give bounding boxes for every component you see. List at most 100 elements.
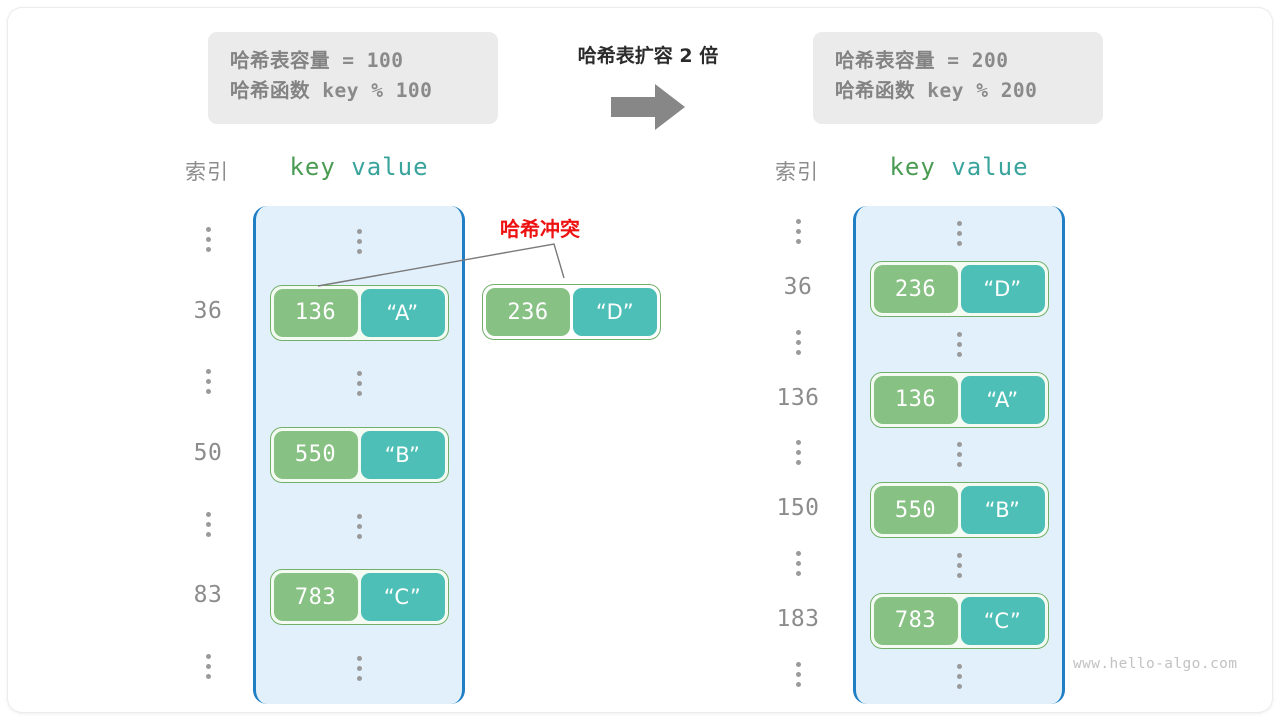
after-header-value: value	[951, 153, 1029, 181]
bucket-ellipsis-icon	[956, 221, 962, 247]
after-header-key: key	[889, 153, 936, 181]
before-capacity-value: = 100	[330, 49, 404, 72]
bucket-row[interactable]: 136“A”	[856, 371, 1062, 428]
after-hash-label: 哈希函数	[835, 79, 916, 103]
pair-236-D[interactable]: 236 “D”	[482, 284, 661, 340]
bucket-ellipsis-row	[256, 491, 462, 562]
index-cell: 136	[776, 384, 820, 411]
index-ellipsis-icon	[205, 653, 211, 679]
bucket-ellipsis-row	[856, 538, 1062, 593]
pair-value: “B”	[960, 486, 1045, 535]
after-capacity-value: = 200	[935, 49, 1009, 72]
pair-value: “D”	[960, 265, 1045, 313]
index-ellipsis-icon	[795, 440, 801, 466]
pair-key: 550	[873, 486, 958, 535]
bucket-ellipsis-row	[856, 427, 1062, 482]
pair-783-C[interactable]: 783“C”	[869, 592, 1049, 649]
before-header-gap	[336, 153, 351, 181]
detached-entry[interactable]: 236 “D”	[482, 284, 661, 340]
before-hash-line: 哈希函数 key % 100	[230, 76, 476, 106]
index-cell	[163, 204, 253, 275]
pair-value: “A”	[960, 375, 1045, 424]
right-block-arrow-icon	[611, 84, 685, 134]
index-cell	[753, 647, 843, 702]
index-cell: 83	[193, 582, 223, 609]
bucket-row[interactable]: 136“A”	[256, 277, 462, 348]
index-ellipsis-icon	[205, 369, 211, 395]
index-cell	[753, 315, 843, 370]
index-cell	[753, 536, 843, 591]
index-ellipsis-icon	[795, 329, 801, 355]
before-info-box: 哈希表容量 = 100 哈希函数 key % 100	[208, 32, 498, 124]
after-header-keyvalue: key value	[853, 153, 1065, 181]
pair-value: “D”	[573, 288, 657, 336]
bucket-row[interactable]: 236“D”	[856, 261, 1062, 317]
pair-550-B[interactable]: 550“B”	[869, 482, 1049, 539]
index-cell	[753, 425, 843, 480]
pair-key: 550	[273, 430, 358, 479]
pair-key: 236	[486, 288, 570, 336]
index-cell: 36	[193, 297, 223, 324]
after-hash-value: key % 200	[915, 79, 1038, 103]
pair-key: 136	[273, 288, 358, 337]
bucket-ellipsis-row	[256, 348, 462, 419]
index-cell: 50	[193, 439, 223, 466]
after-capacity-line: 哈希表容量 = 200	[835, 46, 1081, 76]
bucket-row[interactable]: 550“B”	[856, 482, 1062, 539]
index-ellipsis-icon	[205, 227, 211, 253]
pair-key: 783	[273, 573, 358, 622]
pair-550-B[interactable]: 550“B”	[269, 426, 449, 483]
before-capacity-label: 哈希表容量	[230, 49, 331, 72]
bucket-ellipsis-icon	[956, 442, 962, 468]
bucket-row[interactable]: 550“B”	[256, 419, 462, 490]
bucket-ellipsis-icon	[956, 553, 962, 579]
bucket-ellipsis-icon	[356, 229, 362, 255]
pair-783-C[interactable]: 783“C”	[269, 569, 449, 626]
index-ellipsis-icon	[205, 511, 211, 537]
before-hash-value: key % 100	[310, 79, 433, 103]
bucket-ellipsis-icon	[956, 331, 962, 357]
collision-label: 哈希冲突	[500, 217, 580, 241]
pair-key: 783	[873, 596, 958, 645]
index-ellipsis-icon	[795, 661, 801, 687]
after-bucket-array: 236“D” 136“A” 550“B” 783“C”	[853, 206, 1065, 704]
pair-236-D[interactable]: 236“D”	[869, 261, 1049, 317]
bucket-ellipsis-row	[856, 649, 1062, 704]
pair-key: 236	[873, 265, 958, 313]
bucket-ellipsis-icon	[356, 513, 362, 539]
pair-value: “C”	[360, 573, 445, 622]
before-index-column: 36 50 83	[163, 204, 253, 702]
after-capacity-label: 哈希表容量	[835, 49, 936, 72]
pair-key: 136	[873, 375, 958, 424]
bucket-ellipsis-icon	[356, 655, 362, 681]
index-cell	[163, 346, 253, 417]
pair-136-A[interactable]: 136“A”	[269, 284, 449, 341]
bucket-row[interactable]: 783“C”	[256, 562, 462, 633]
after-header-index: 索引	[775, 160, 819, 184]
before-header-key: key	[289, 153, 336, 181]
collision-leader-lines	[317, 243, 565, 287]
pair-136-A[interactable]: 136“A”	[869, 371, 1049, 428]
index-cell	[163, 631, 253, 702]
before-bucket-array: 136“A” 550“B” 783“C”	[253, 206, 465, 704]
pair-value: “C”	[960, 596, 1045, 645]
bucket-ellipsis-icon	[356, 371, 362, 397]
pair-value: “B”	[360, 430, 445, 479]
after-hash-line: 哈希函数 key % 200	[835, 76, 1081, 106]
after-info-box: 哈希表容量 = 200 哈希函数 key % 200	[813, 32, 1103, 124]
index-ellipsis-icon	[795, 551, 801, 577]
index-ellipsis-icon	[795, 219, 801, 245]
before-capacity-line: 哈希表容量 = 100	[230, 46, 476, 76]
bucket-ellipsis-row	[856, 206, 1062, 261]
index-cell: 150	[776, 495, 820, 522]
before-hash-label: 哈希函数	[230, 79, 311, 103]
bucket-ellipsis-row	[856, 317, 1062, 372]
bucket-ellipsis-row	[256, 206, 462, 277]
diagram-frame: 哈希表容量 = 100 哈希函数 key % 100 哈希表扩容 2 倍 哈希表…	[8, 8, 1272, 712]
bucket-row[interactable]: 783“C”	[856, 592, 1062, 649]
after-header-gap	[936, 153, 951, 181]
before-header-index: 索引	[185, 160, 229, 184]
index-cell: 183	[776, 605, 820, 632]
index-cell	[753, 204, 843, 259]
